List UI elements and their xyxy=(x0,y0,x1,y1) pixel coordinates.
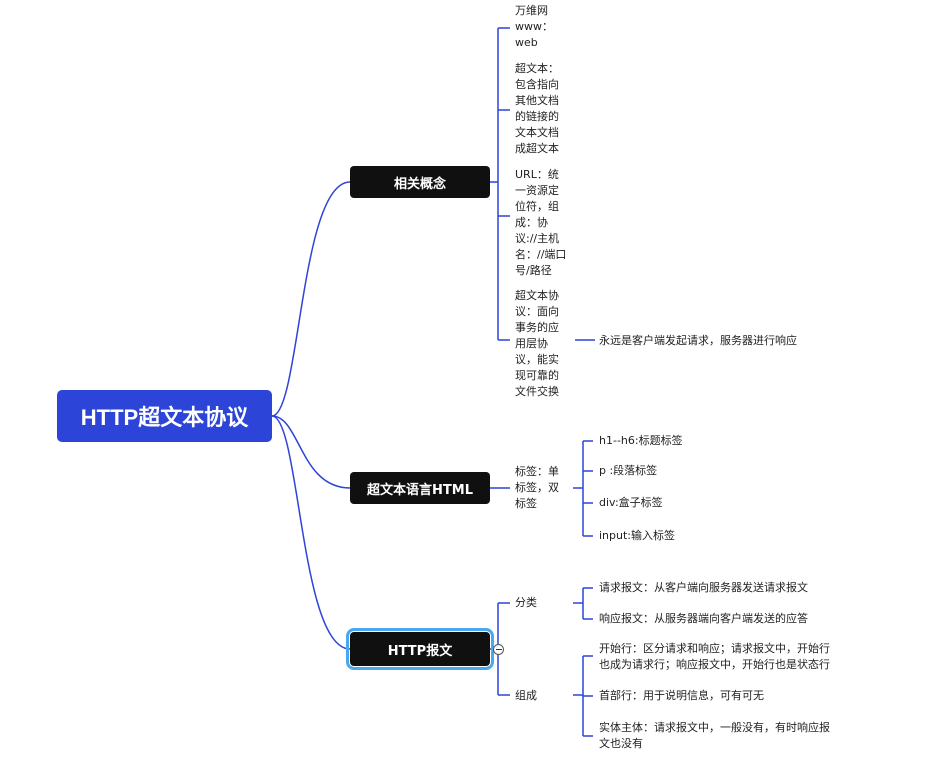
leaf-structure[interactable]: 组成 xyxy=(515,689,537,702)
connector-root-http xyxy=(271,415,351,650)
leaf-client-request[interactable]: 永远是客户端发起请求，服务器进行响应 xyxy=(599,334,797,347)
connector-category-children xyxy=(573,587,593,620)
connector-tag-children xyxy=(573,440,593,537)
leaf-input[interactable]: input:输入标签 xyxy=(599,529,676,542)
leaf-request-message[interactable]: 请求报文：从客户端向服务器发送请求报文 xyxy=(599,581,808,594)
connector-structure-children xyxy=(573,655,593,737)
leaf-world-wide-web[interactable]: 万维网www：web xyxy=(515,4,553,49)
connector-root-concepts xyxy=(271,181,351,417)
leaf-p[interactable]: p :段落标签 xyxy=(599,464,658,477)
leaf-start-line[interactable]: 开始行：区分请求和响应；请求报文中，开始行也成为请求行；响应报文中，开始行也是状… xyxy=(599,642,830,671)
leaf-entity-body[interactable]: 实体主体：请求报文中，一般没有，有时响应报文也没有 xyxy=(599,721,830,750)
leaf-div[interactable]: div:盒子标签 xyxy=(599,496,663,509)
topic-related-concepts[interactable]: 相关概念 xyxy=(350,166,490,198)
leaf-response-message[interactable]: 响应报文：从服务器端向客户端发送的应答 xyxy=(599,612,808,625)
leaf-hypertext-protocol[interactable]: 超文本协议：面向事务的应用层协议，能实现可靠的文件交换 xyxy=(515,289,559,398)
leaf-header-line[interactable]: 首部行：用于说明信息，可有可无 xyxy=(599,689,764,702)
root-topic[interactable]: HTTP超文本协议 xyxy=(57,390,272,442)
collapse-toggle[interactable] xyxy=(493,644,504,655)
leaf-category[interactable]: 分类 xyxy=(515,596,537,609)
topic-html[interactable]: 超文本语言HTML xyxy=(350,472,490,504)
leaf-hypertext[interactable]: 超文本：包含指向其他文档的链接的文本文档成超文本 xyxy=(515,62,559,155)
leaf-tags[interactable]: 标签：单标签，双标签 xyxy=(515,465,559,510)
leaf-h1-h6[interactable]: h1--h6:标题标签 xyxy=(599,434,683,447)
connector-root-html xyxy=(271,415,351,489)
connector-concepts-children xyxy=(490,27,510,341)
leaf-url[interactable]: URL：统一资源定位符，组成：协议://主机名：//端口号/路径 xyxy=(515,168,567,277)
topic-http-message[interactable]: HTTP报文 xyxy=(346,628,494,670)
